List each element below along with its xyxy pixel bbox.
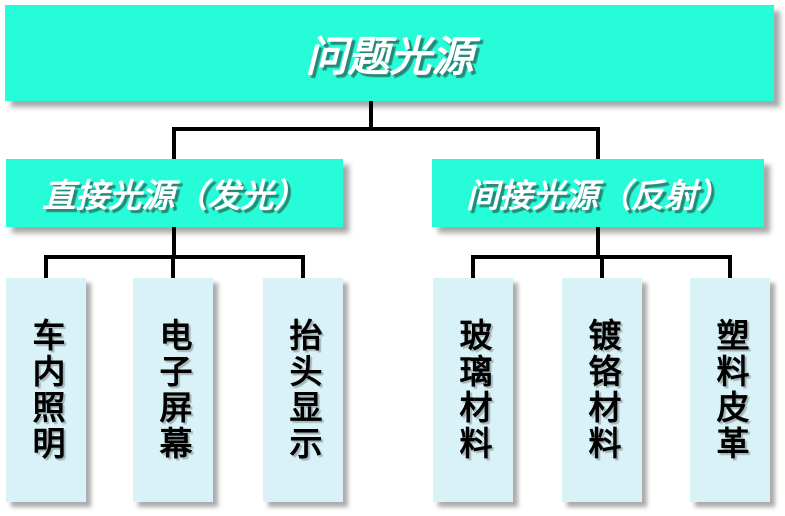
leaf-label: 车内照明 (28, 318, 65, 462)
connector-leaf2-drop (171, 255, 175, 278)
connector-right-branch-stem (596, 227, 600, 259)
leaf-node-plastic-leather: 塑料皮革 (690, 278, 770, 502)
branch-node-indirect-light: 间接光源（反射） (432, 159, 764, 227)
connector-branch-right-drop (596, 127, 600, 159)
branch-direct-label: 直接光源（发光） (42, 177, 307, 214)
leaf-node-electronic-screen: 电子屏幕 (133, 278, 213, 502)
leaf-node-interior-lighting: 车内照明 (6, 278, 86, 502)
leaf-label: 塑料皮革 (712, 318, 749, 462)
connector-leaf4-drop (471, 255, 475, 278)
branch-indirect-label: 间接光源（反射） (466, 177, 730, 214)
connector-leaf1-drop (44, 255, 48, 278)
root-node-problem-light-source: 问题光源 (5, 5, 774, 101)
leaf-node-glass-material: 玻璃材料 (433, 278, 513, 502)
leaf-label: 玻璃材料 (455, 318, 492, 462)
leaf-node-head-up-display: 抬头显示 (263, 278, 343, 502)
connector-level1-hline (172, 127, 600, 131)
connector-leaf3-drop (301, 255, 305, 278)
leaf-label: 镀铬材料 (584, 318, 621, 462)
branch-node-direct-light: 直接光源（发光） (6, 159, 343, 227)
leaf-node-chrome-material: 镀铬材料 (562, 278, 642, 502)
connector-leaf6-drop (728, 255, 732, 278)
connector-leaf5-drop (600, 255, 604, 278)
connector-left-branch-stem (172, 227, 176, 259)
connector-root-stem (369, 101, 373, 131)
connector-branch-left-drop (172, 127, 176, 159)
leaf-label: 抬头显示 (285, 318, 322, 462)
leaf-label: 电子屏幕 (155, 318, 192, 462)
root-node-label: 问题光源 (305, 32, 474, 80)
